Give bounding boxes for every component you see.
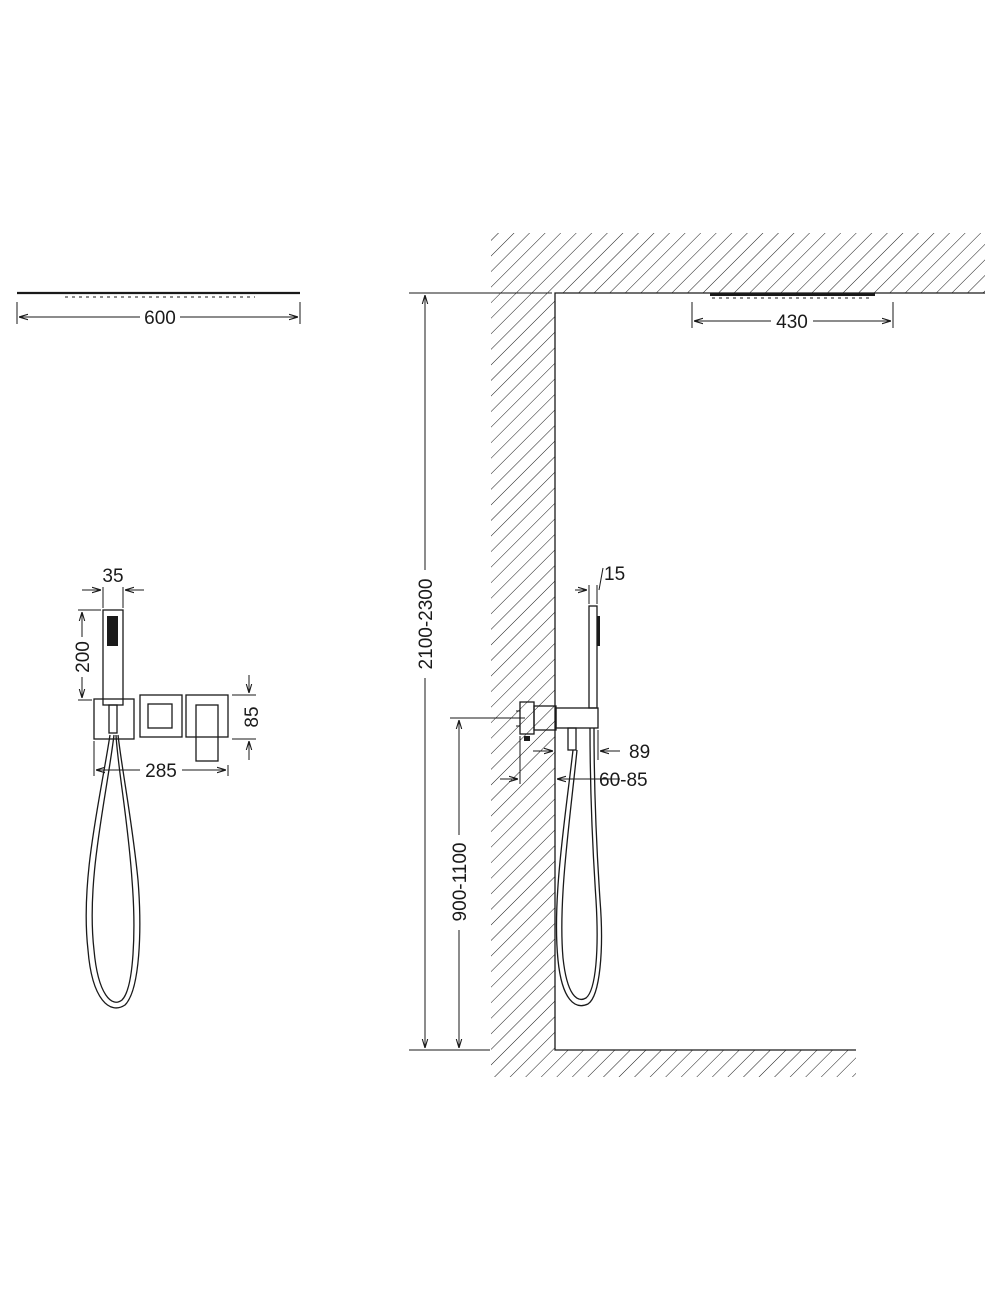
handshower-front [102,609,124,734]
hose-front [85,734,141,1009]
dim-handshower-depth: 15 [575,564,625,604]
label-35: 35 [102,566,123,587]
label-900-1100: 900-1100 [450,843,471,922]
label-600: 600 [144,308,176,329]
dim-handshower-length: 200 [72,609,101,701]
label-15: 15 [604,564,625,585]
dim-handshower-width: 35 [82,566,144,608]
hose-side [555,727,603,1007]
dim-plate-height: 85 [232,675,263,760]
mixer-side [516,605,600,751]
label-200: 200 [73,641,94,673]
wall-hatching [491,233,985,1077]
dim-rain-head-offset: 430 [691,302,894,333]
plate-diverter [139,694,183,738]
label-2100-2300: 2100-2300 [416,579,437,670]
dim-recess-depth: 60-85 [500,736,648,791]
label-285: 285 [145,761,177,782]
dim-plate-assembly-width: 285 [93,741,229,782]
dim-projection: 89 [533,730,650,763]
label-85: 85 [242,706,263,727]
dim-rain-head-width: 600 [16,302,301,329]
diverter-knob [147,703,173,729]
plate-mixer [185,694,229,738]
side-view: 430 2100-2300 900-1100 [409,233,985,1077]
dim-mixer-height: 900-1100 [448,717,525,1048]
front-view: 600 35 [16,291,301,1009]
label-430: 430 [776,312,808,333]
label-60-85: 60-85 [599,770,648,791]
rain-head-side [710,293,875,299]
mixer-lever [195,704,219,762]
rain-head-front [17,291,300,298]
dim-install-height-total: 2100-2300 [409,292,552,1051]
wall-plates [93,694,229,762]
label-89: 89 [629,742,650,763]
